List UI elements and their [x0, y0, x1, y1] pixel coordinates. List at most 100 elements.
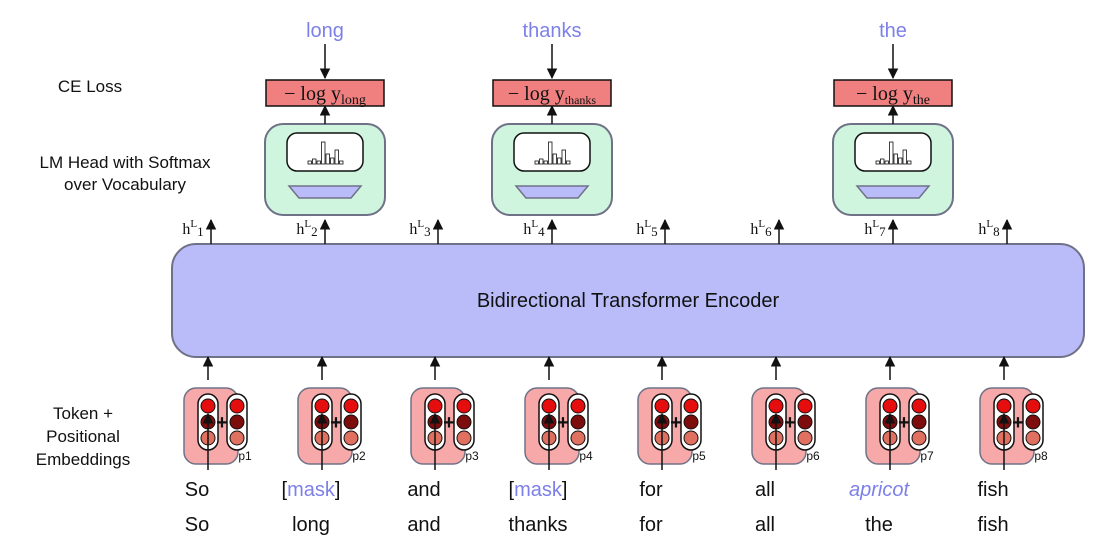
position-unit-8-3: [1025, 430, 1041, 446]
loss-box-3: [833, 79, 953, 107]
position-unit-8-1: [1025, 398, 1041, 414]
target-word-3: the: [879, 20, 907, 42]
original-token-8: fish: [977, 514, 1008, 536]
position-unit-2-3: [343, 430, 359, 446]
vocab-distribution-bar-3-4: [889, 141, 894, 165]
position-unit-4-2: [570, 414, 586, 430]
token-unit-4-1: [541, 398, 557, 414]
vocab-distribution-bar-3-8: [907, 160, 912, 165]
hidden-state-label-4: hL4: [523, 218, 545, 239]
original-token-4: thanks: [509, 514, 568, 536]
position-unit-6-1: [797, 398, 813, 414]
position-unit-1-3: [229, 430, 245, 446]
position-label-5: p5: [692, 449, 706, 463]
embeddings-label-line3: Embeddings: [36, 450, 131, 469]
input-token-1: So: [185, 479, 209, 501]
position-unit-2-2: [343, 414, 359, 430]
linear-layer-2: [514, 185, 590, 199]
token-unit-6-1: [768, 398, 784, 414]
vocab-distribution-bar-1-3: [316, 160, 321, 165]
vocab-distribution-bar-1-6: [330, 157, 335, 165]
plus-sign-3: +: [443, 412, 455, 434]
plus-sign-5: +: [670, 412, 682, 434]
position-unit-4-1: [570, 398, 586, 414]
encoder-block: [171, 243, 1085, 358]
plus-sign-8: +: [1012, 412, 1024, 434]
vocab-distribution-bar-3-1: [875, 160, 880, 165]
position-unit-4-3: [570, 430, 586, 446]
original-token-6: all: [755, 514, 775, 536]
vocab-distribution-bar-3-2: [880, 158, 885, 165]
plus-sign-1: +: [216, 412, 228, 434]
embeddings-label-line2: Positional: [46, 427, 120, 446]
vocab-distribution-bar-1-5: [325, 153, 330, 165]
vocab-distribution-bar-3-7: [902, 149, 907, 165]
linear-layer-1: [287, 185, 363, 199]
loss-formula-1: − log ylong: [284, 83, 366, 108]
hidden-state-label-7: hL7: [864, 218, 886, 239]
position-unit-6-2: [797, 414, 813, 430]
position-unit-7-2: [911, 414, 927, 430]
position-label-7: p7: [920, 449, 934, 463]
position-unit-7-1: [911, 398, 927, 414]
original-token-5: for: [639, 514, 663, 536]
position-unit-5-1: [683, 398, 699, 414]
vocab-distribution-bar-3-3: [884, 160, 889, 165]
position-unit-6-3: [797, 430, 813, 446]
hidden-state-label-5: hL5: [636, 218, 657, 239]
input-token-6: all: [755, 479, 775, 501]
vocab-distribution-bar-1-7: [334, 149, 339, 165]
loss-formula-3: − log ythe: [856, 83, 930, 108]
embeddings-label-line1: Token +: [53, 404, 113, 423]
vocab-distribution-bar-2-7: [561, 149, 566, 165]
original-token-7: the: [865, 514, 893, 536]
original-token-3: and: [407, 514, 440, 536]
position-unit-3-1: [456, 398, 472, 414]
position-label-1: p1: [238, 449, 252, 463]
position-label-2: p2: [352, 449, 366, 463]
vocab-distribution-bar-1-2: [312, 158, 317, 165]
vocab-distribution-bar-2-1: [534, 160, 539, 165]
token-unit-1-1: [200, 398, 216, 414]
input-token-3: and: [407, 479, 440, 501]
position-unit-3-2: [456, 414, 472, 430]
vocab-distribution-bar-3-5: [893, 153, 898, 165]
ce-loss-label: CE Loss: [58, 77, 122, 96]
position-unit-1-1: [229, 398, 245, 414]
vocab-distribution-bar-1-8: [339, 160, 344, 165]
plus-sign-6: +: [784, 412, 796, 434]
original-token-1: So: [185, 514, 209, 536]
target-word-2: thanks: [523, 20, 582, 42]
plus-sign-7: +: [898, 412, 910, 434]
vocab-distribution-bar-2-5: [552, 153, 557, 165]
position-unit-3-3: [456, 430, 472, 446]
loss-box-1: [265, 79, 385, 107]
vocab-distribution-bar-2-6: [557, 157, 562, 165]
original-token-2: long: [292, 514, 330, 536]
target-word-1: long: [306, 20, 344, 42]
token-unit-8-1: [996, 398, 1012, 414]
position-unit-1-2: [229, 414, 245, 430]
plus-sign-4: +: [557, 412, 569, 434]
input-token-8: fish: [977, 479, 1008, 501]
hidden-state-label-2: hL2: [296, 218, 317, 239]
position-label-8: p8: [1034, 449, 1048, 463]
input-token-2: [mask]: [282, 479, 341, 501]
position-unit-5-2: [683, 414, 699, 430]
encoder-label: Bidirectional Transformer Encoder: [477, 290, 780, 312]
position-unit-8-2: [1025, 414, 1041, 430]
vocab-distribution-bar-2-3: [543, 160, 548, 165]
loss-box-2: [492, 79, 612, 107]
hidden-state-label-6: hL6: [750, 218, 772, 239]
position-label-6: p6: [806, 449, 820, 463]
vocab-distribution-bar-3-6: [898, 157, 903, 165]
token-unit-7-1: [882, 398, 898, 414]
vocab-distribution-bar-2-4: [548, 141, 553, 165]
input-token-5: for: [639, 479, 663, 501]
vocab-distribution-bar-2-2: [539, 158, 544, 165]
vocab-distribution-bar-1-1: [307, 160, 312, 165]
token-unit-5-1: [654, 398, 670, 414]
position-unit-7-3: [911, 430, 927, 446]
token-unit-3-1: [427, 398, 443, 414]
